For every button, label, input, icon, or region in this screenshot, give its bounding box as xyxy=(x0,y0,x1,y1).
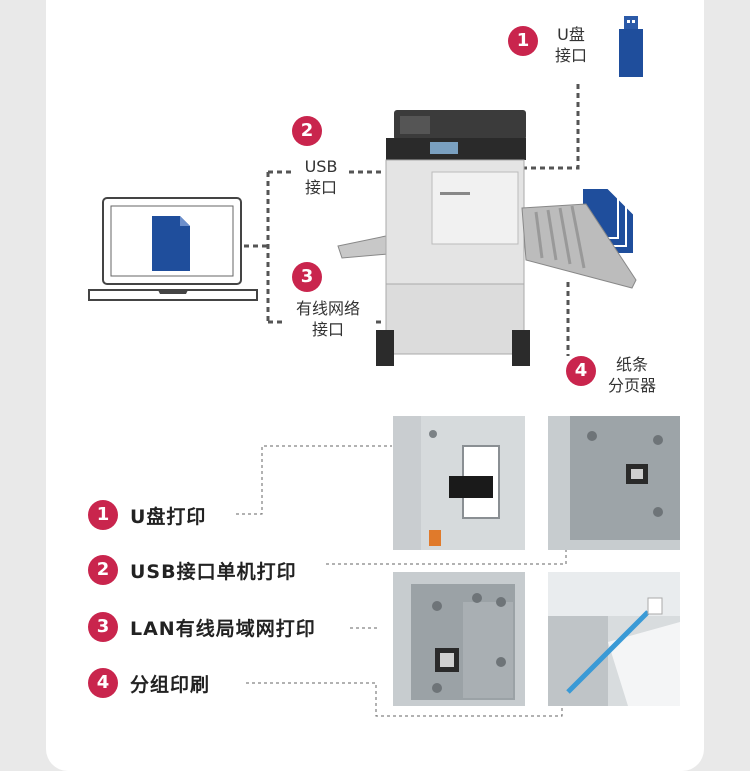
legend-text: U盘打印 xyxy=(130,505,207,528)
callout-line: 接口 xyxy=(304,178,337,197)
callout-label-usb-port: USB 接口 xyxy=(294,156,348,198)
callout-label-lan-port: 有线网络 接口 xyxy=(282,298,374,340)
callout-line: 有线网络 xyxy=(295,299,360,318)
callout-line: 分页器 xyxy=(607,376,656,395)
photo-usb-port xyxy=(548,416,680,550)
legend-item-group-print: 4 分组印刷 xyxy=(88,668,210,698)
legend-number: 3 xyxy=(88,612,118,642)
callout-line: U盘 xyxy=(557,25,585,44)
lan-port-photo xyxy=(393,572,525,706)
callout-line: USB xyxy=(304,157,338,176)
legend-text: 分组印刷 xyxy=(130,673,211,696)
usb-slot-photo xyxy=(393,416,525,550)
document-icon xyxy=(152,216,190,271)
legend-item-lan-print: 3 LAN有线局域网打印 xyxy=(88,612,316,642)
legend-text: USB接口单机打印 xyxy=(130,560,297,583)
callout-line: 纸条 xyxy=(615,355,648,374)
photo-lan-port xyxy=(393,572,525,706)
photo-usb-disk-slot xyxy=(393,416,525,550)
legend-number: 1 xyxy=(88,500,118,530)
sorter-photo xyxy=(548,572,680,706)
legend-text: LAN有线局域网打印 xyxy=(130,617,316,640)
callout-label-usb-disk: U盘 接口 xyxy=(546,24,596,66)
callout-number-1: 1 xyxy=(508,26,538,56)
photo-sorter xyxy=(548,572,680,706)
callout-label-sorter: 纸条 分页器 xyxy=(602,354,662,396)
usb-port-photo xyxy=(548,416,680,550)
printer-illustration xyxy=(337,110,637,366)
callout-line: 接口 xyxy=(311,320,344,339)
callout-number-3: 3 xyxy=(292,262,322,292)
legend-item-usb-print: 2 USB接口单机打印 xyxy=(88,555,297,585)
legend-number: 4 xyxy=(88,668,118,698)
callout-number-4: 4 xyxy=(566,356,596,386)
callout-line: 接口 xyxy=(554,46,587,65)
usb-drive-icon xyxy=(619,16,643,77)
legend-item-usb-disk-print: 1 U盘打印 xyxy=(88,500,206,530)
legend-number: 2 xyxy=(88,555,118,585)
callout-number-2: 2 xyxy=(292,116,322,146)
